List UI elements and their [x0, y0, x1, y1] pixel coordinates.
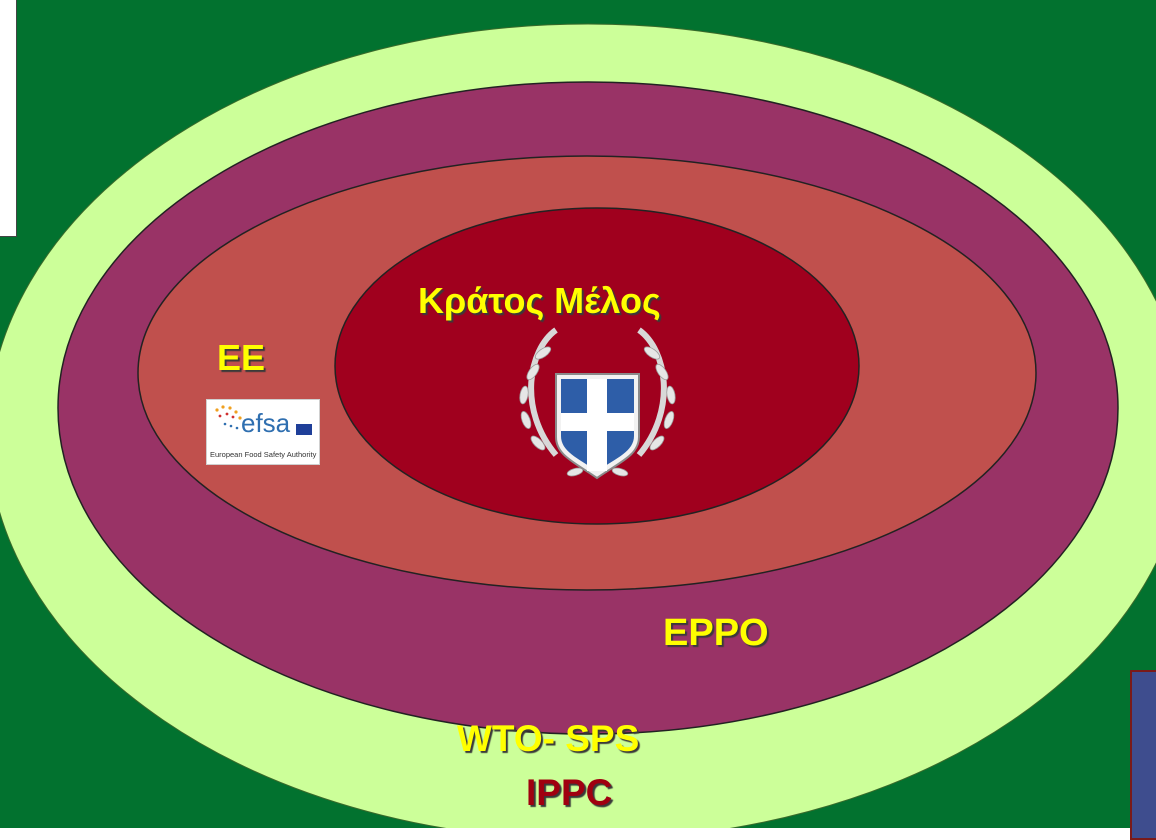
efsa-wordmark: efsa — [241, 408, 291, 438]
greek-coat-of-arms-icon — [519, 327, 676, 480]
ring-member-state — [334, 207, 860, 525]
slide-edge-panel-top-left — [0, 0, 17, 237]
slide-edge-logo-bottom-right — [1130, 670, 1156, 840]
label-wto-sps: WTO- SPS — [457, 718, 640, 759]
efsa-logo-icon: efsa European Food Safety Authority — [206, 399, 320, 465]
label-ippc: IPPC — [526, 772, 613, 813]
eu-flag-icon — [296, 424, 312, 435]
eu-stars-icon — [215, 405, 242, 430]
label-ee: ΕΕ — [217, 337, 266, 378]
label-member-state: Κράτος Μέλος — [418, 280, 661, 321]
label-eppo: EPPO — [663, 612, 769, 654]
efsa-tagline: European Food Safety Authority — [210, 450, 317, 459]
